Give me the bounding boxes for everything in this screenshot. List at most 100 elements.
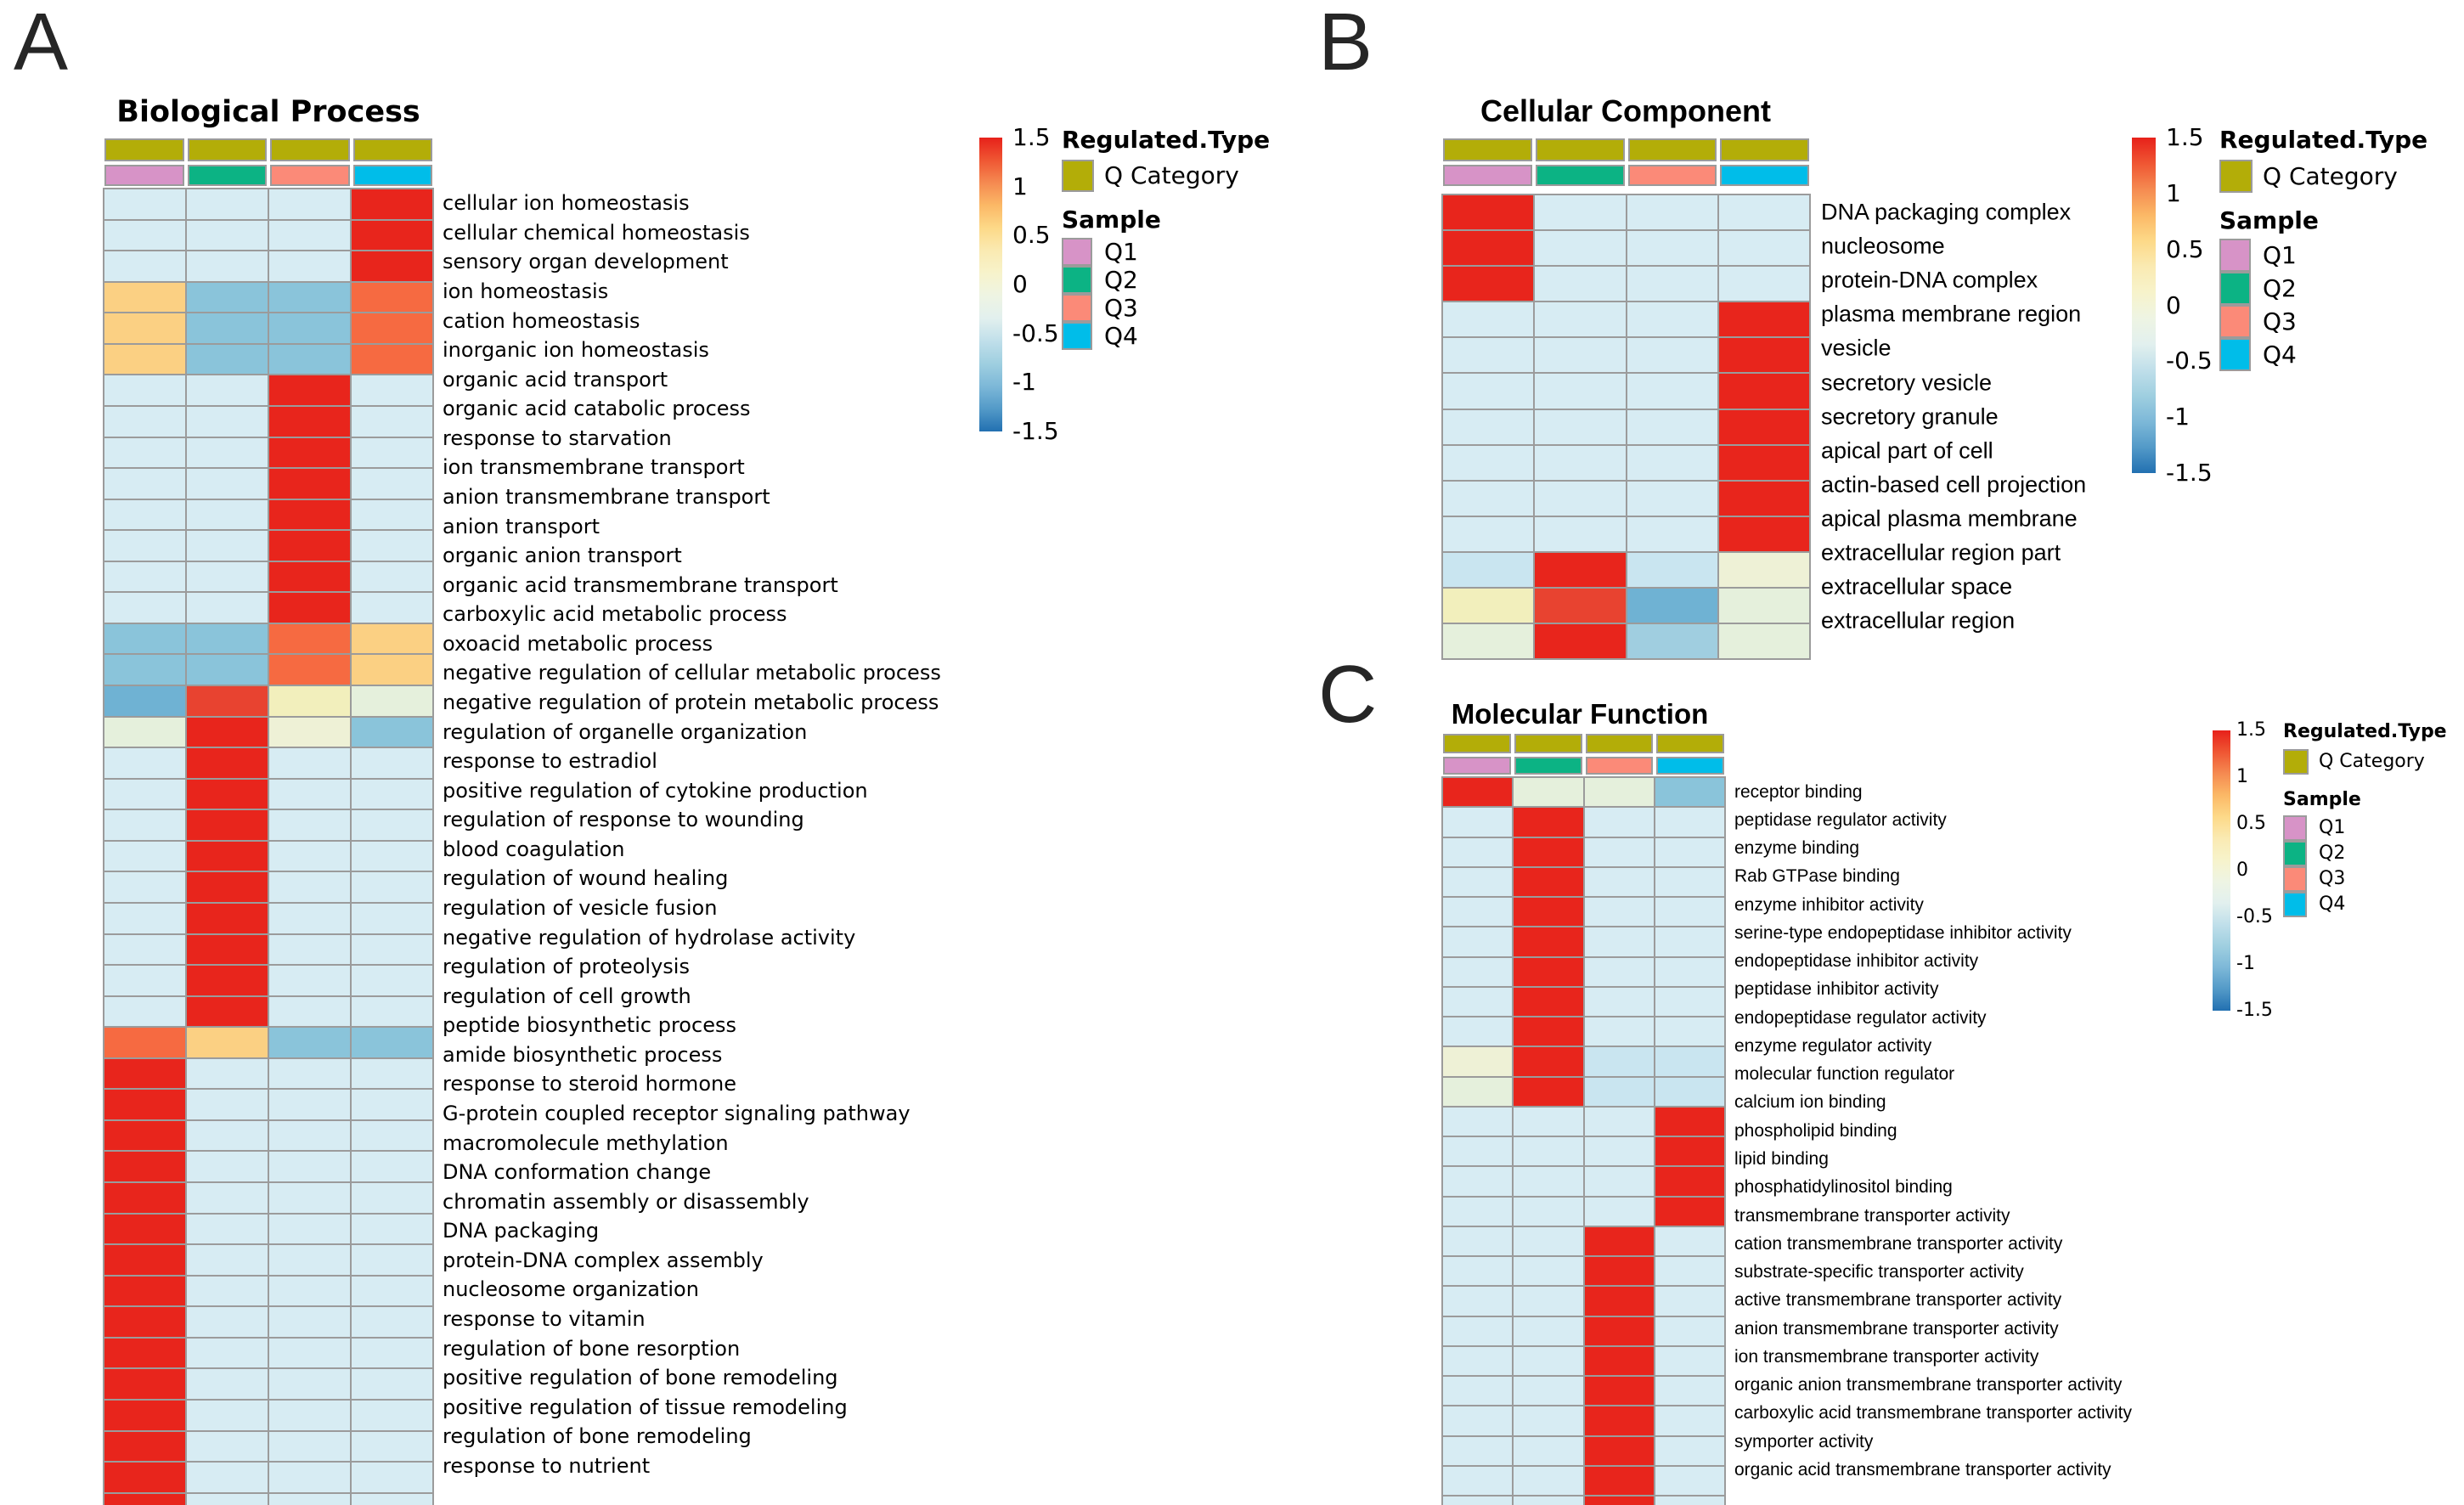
- heatmap-cell: [1443, 927, 1513, 956]
- heatmap-cell: [1443, 1047, 1513, 1076]
- heatmap-row: [1443, 1165, 1724, 1196]
- row-label: anion transport: [443, 514, 600, 538]
- heatmap-cell: [268, 1307, 350, 1337]
- heatmap-cell: [1653, 837, 1724, 866]
- row-label: response to nutrient: [443, 1453, 651, 1478]
- sample-swatch-q3: [2283, 866, 2307, 892]
- row-label: extracellular space: [1821, 573, 2013, 600]
- heatmap-row: [104, 218, 432, 251]
- heatmap-cell: [1512, 778, 1583, 807]
- heatmap-cell: [1443, 957, 1513, 986]
- heatmap-cell: [104, 406, 185, 437]
- heatmap-cell: [1443, 1466, 1513, 1495]
- sample-annotation-bar: [1443, 165, 1809, 186]
- heatmap-row: [1443, 836, 1724, 866]
- colorbar-tick-label: -1.5: [1012, 417, 1059, 445]
- heatmap-cell: [185, 1307, 268, 1337]
- heatmap-cell: [1653, 1107, 1724, 1136]
- heatmap-row: [104, 591, 432, 623]
- heatmap-cell: [1717, 409, 1809, 444]
- colorbar-tick-label: -1: [2166, 403, 2190, 431]
- heatmap-row: [104, 1367, 432, 1399]
- heatmap-cell: [1533, 267, 1626, 302]
- heatmap-cell: [350, 1090, 432, 1119]
- heatmap-row: [1443, 778, 1724, 807]
- heatmap-cell: [185, 1152, 268, 1181]
- heatmap-cell: [185, 282, 268, 313]
- row-label: G-protein coupled receptor signaling pat…: [443, 1102, 911, 1126]
- heatmap-cell: [1653, 957, 1724, 986]
- row-label: protein-DNA complex assembly: [443, 1249, 764, 1272]
- heatmap-cell: [268, 561, 350, 592]
- heatmap-cell: [268, 1463, 350, 1492]
- heatmap-cell: [1533, 374, 1626, 409]
- heatmap-cell: [185, 903, 268, 933]
- heatmap-cell: [1443, 267, 1534, 302]
- heatmap-cell: [1443, 1107, 1513, 1136]
- row-label: anion transmembrane transporter activity: [1734, 1318, 2059, 1339]
- heatmap-cell: [104, 841, 185, 871]
- heatmap-cell: [350, 1028, 432, 1057]
- heatmap-row: [1443, 1464, 1724, 1495]
- heatmap-cell: [1717, 374, 1809, 409]
- heatmap-cell: [1653, 898, 1724, 927]
- row-label: response to vitamin: [443, 1307, 646, 1332]
- heatmap-cell: [1512, 1436, 1583, 1465]
- heatmap-cell: [1443, 808, 1513, 837]
- heatmap-cell: [1533, 516, 1626, 551]
- heatmap-cell: [350, 779, 432, 809]
- heatmap-cell: [104, 623, 185, 654]
- panel-c-letter: C: [1318, 649, 1378, 740]
- heatmap-cell: [1582, 1107, 1654, 1136]
- q-category-annotation-cell: [1535, 138, 1625, 161]
- heatmap-cell: [350, 1276, 432, 1306]
- heatmap-row: [1443, 336, 1809, 373]
- heatmap-cell: [350, 655, 432, 685]
- sample-annotation-cell-q1: [1443, 165, 1532, 186]
- heatmap-cell: [1443, 589, 1534, 623]
- heatmap-cell: [1625, 481, 1717, 516]
- heatmap-cell: [185, 1338, 268, 1368]
- heatmap-cell: [104, 996, 185, 1027]
- row-label: extracellular region: [1821, 607, 2016, 634]
- heatmap-cell: [350, 1431, 432, 1462]
- heatmap-row: [104, 1181, 432, 1213]
- heatmap-cell: [268, 1400, 350, 1430]
- colorbar: [979, 138, 1002, 431]
- q-category-annotation-cell: [1443, 138, 1532, 161]
- heatmap-cell: [104, 1090, 185, 1119]
- heatmap-cell: [350, 437, 432, 468]
- heatmap-cell: [1443, 1017, 1513, 1046]
- heatmap-cell: [268, 841, 350, 871]
- heatmap-cell: [185, 313, 268, 343]
- sample-annotation-cell-q4: [1656, 757, 1724, 775]
- heatmap-cell: [185, 1058, 268, 1089]
- q-category-annotation-cell: [1627, 138, 1717, 161]
- sample-swatch-q1: [2219, 239, 2251, 272]
- heatmap-cell: [1443, 1316, 1513, 1345]
- heatmap-cell: [268, 934, 350, 965]
- heatmap-cell: [185, 437, 268, 468]
- q-category-annotation-cell: [1720, 138, 1809, 161]
- heatmap-cell: [268, 623, 350, 654]
- heatmap-cell: [268, 1090, 350, 1119]
- q-category-label: Q Category: [2263, 161, 2398, 190]
- row-label: ion transmembrane transporter activity: [1734, 1346, 2039, 1367]
- heatmap-cell: [1625, 516, 1717, 551]
- heatmap-cell: [1533, 552, 1626, 588]
- row-label: secretory vesicle: [1821, 369, 1993, 396]
- heatmap-cell: [1512, 1257, 1583, 1286]
- heatmap-cell: [185, 593, 268, 623]
- heatmap-cell: [350, 561, 432, 592]
- heatmap-row: [104, 715, 432, 747]
- heatmap-cell: [1625, 589, 1717, 623]
- heatmap-cell: [1512, 1017, 1583, 1046]
- colorbar-tick-label: -1: [2236, 953, 2255, 974]
- heatmap-cell: [185, 499, 268, 530]
- heatmap-cell: [268, 686, 350, 716]
- heatmap-cell: [1582, 1137, 1654, 1166]
- regulated-type-legend-title: Regulated.Type: [1062, 126, 1271, 154]
- q-category-annotation-cell: [1585, 734, 1654, 753]
- heatmap-cell: [1653, 1346, 1724, 1375]
- heatmap-cell: [350, 966, 432, 995]
